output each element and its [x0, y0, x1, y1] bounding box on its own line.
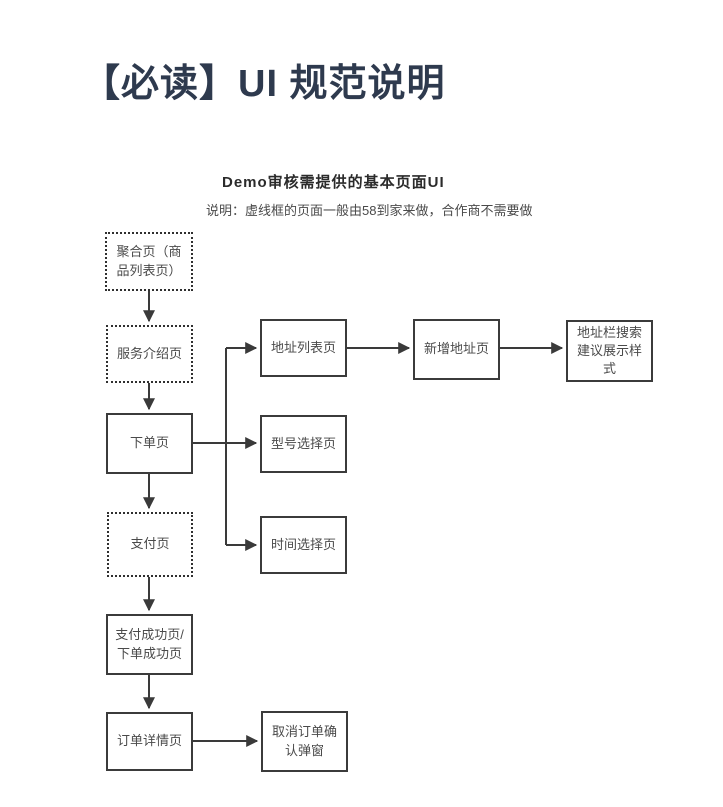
node-service-intro-page: 服务介绍页: [106, 325, 193, 383]
node-label: 订单详情页: [116, 733, 182, 749]
node-add-address-page: 新增地址页: [413, 319, 500, 380]
node-payment-success-page: 支付成功页/下单成功页: [106, 614, 193, 675]
node-label: 地址列表页: [270, 339, 336, 355]
node-address-search-suggest-style: 地址栏搜索建议展示样式: [566, 320, 653, 382]
node-label: 时间选择页: [270, 536, 336, 552]
node-label: 型号选择页: [270, 435, 336, 451]
connector-order-trunk: [193, 348, 227, 545]
node-label: 下单页: [129, 435, 169, 451]
node-label: 新增地址页: [423, 341, 489, 357]
node-order-detail-page: 订单详情页: [106, 712, 193, 771]
page-title: 【必读】UI 规范说明: [82, 63, 446, 105]
node-label: 支付页: [130, 536, 170, 552]
node-cancel-order-confirm-dialog: 取消订单确认弹窗: [261, 711, 348, 772]
diagram-note: 说明：虚线框的页面一般由58到家来做，合作商不需要做: [206, 203, 533, 218]
node-address-list-page: 地址列表页: [260, 319, 347, 377]
node-time-select-page: 时间选择页: [260, 516, 347, 574]
node-label: 地址栏搜索建议展示样式: [576, 324, 642, 377]
diagram-heading: Demo审核需提供的基本页面UI: [222, 174, 445, 191]
node-label: 服务介绍页: [116, 345, 182, 361]
node-label: 支付成功页/下单成功页: [115, 627, 184, 661]
node-aggregate-page: 聚合页（商品列表页）: [105, 232, 193, 291]
node-label: 取消订单确认弹窗: [271, 724, 337, 758]
node-payment-page: 支付页: [107, 512, 193, 577]
node-model-select-page: 型号选择页: [260, 415, 347, 473]
node-order-page: 下单页: [106, 413, 193, 474]
node-label: 聚合页（商品列表页）: [116, 244, 182, 278]
